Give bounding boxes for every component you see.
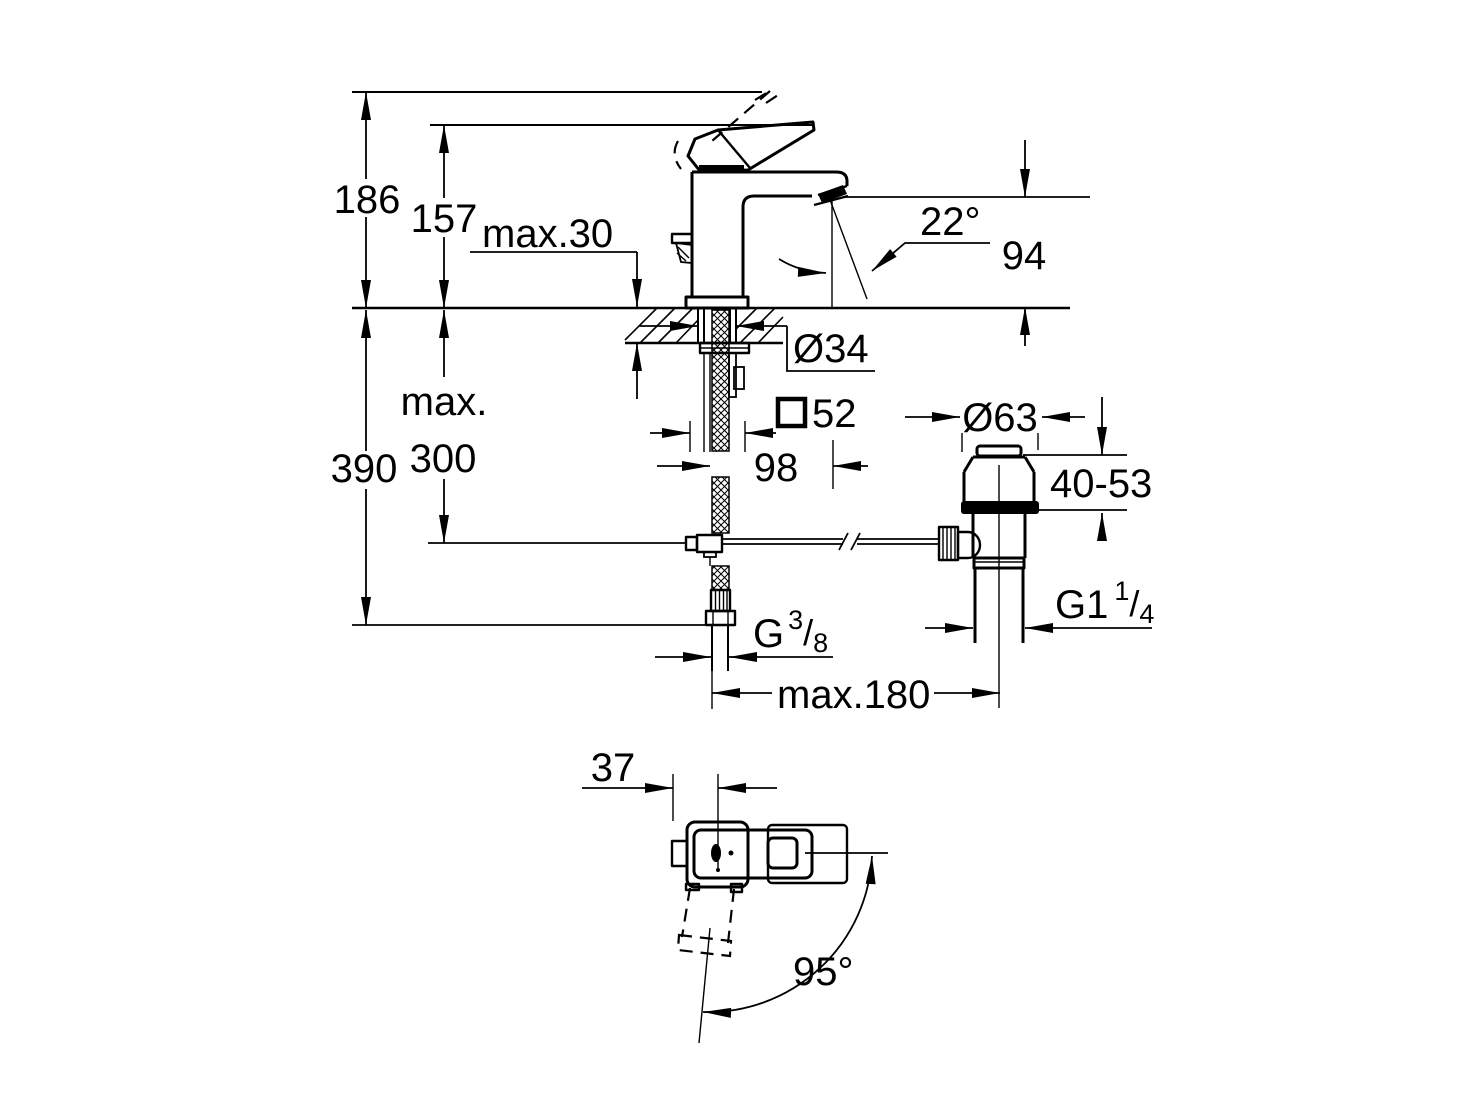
top-view: 37 95°: [582, 746, 888, 1044]
dim-max-180: max.180: [711, 671, 1000, 717]
dim-square-52: 52: [650, 392, 857, 452]
handle-centerline: [698, 927, 711, 1044]
dim-angle-22: 22°: [871, 200, 990, 272]
dim-98: 98: [657, 440, 868, 490]
detail-dot-small: [716, 868, 720, 872]
handle-grip-top: [766, 823, 849, 885]
pop-up-knob: [670, 232, 694, 264]
rod-guide: [728, 352, 737, 398]
dim-157-label: 157: [411, 197, 478, 241]
drain-plug-cap: [975, 444, 1023, 458]
g114-sup: 1: [1114, 576, 1129, 606]
dim-max-30: max.30: [470, 212, 642, 399]
detail-dot: [728, 850, 734, 856]
rod-adjuster-knob: [937, 525, 982, 562]
faucet-top-view: [670, 820, 888, 894]
hose-end-fitting: [704, 588, 737, 671]
dim-94-label: 94: [1002, 234, 1047, 278]
dim-40-53: 40-53: [1023, 397, 1152, 541]
handle-base-bar: [699, 165, 744, 173]
rod-break-mark: [838, 532, 849, 551]
dim-300-label: 300: [410, 437, 477, 481]
g38-sub: 8: [813, 628, 828, 658]
dim-22deg-label: 22°: [920, 200, 981, 244]
square-symbol: [775, 396, 808, 429]
dim-52-label: 52: [812, 392, 857, 436]
dim-max30-label: max.30: [482, 212, 613, 256]
handle-lever: [686, 120, 816, 173]
faucet-body: [670, 90, 868, 310]
dim-4053-label: 40-53: [1050, 462, 1152, 506]
dim-dia-63: Ø63: [905, 396, 1085, 452]
handle-raised-dashed: [673, 90, 779, 170]
pop-up-lever-top: [670, 839, 689, 868]
dim-dia34-label: Ø34: [793, 327, 869, 371]
pop-up-pull-rod: [684, 532, 940, 566]
dim-max-label: max.: [401, 380, 488, 424]
dim-186-label: 186: [334, 178, 401, 222]
dim-95deg-label: 95°: [793, 950, 854, 994]
dim-390-label: 390: [331, 447, 398, 491]
supply-hose: [704, 309, 737, 671]
detail-mark: [711, 844, 721, 862]
cartridge-square-top: [766, 836, 799, 870]
g38-slash: /: [803, 612, 813, 653]
dim-max-300: max. 300: [401, 310, 488, 543]
water-stream: [778, 196, 868, 307]
dim-186: 186: [334, 92, 401, 308]
dim-98-label: 98: [754, 446, 799, 490]
drain-gasket: [961, 501, 1039, 514]
dim-dia-34: Ø34: [639, 321, 875, 372]
dim-390: 390: [331, 310, 398, 625]
g38-base: G: [753, 612, 784, 656]
side-view: 186 157 390 max. 300 max.30 94: [331, 90, 1154, 717]
g114-slash: /: [1129, 583, 1139, 624]
handle-rotated-dashed: [676, 887, 736, 1044]
dim-angle-95: 95°: [702, 855, 876, 1018]
base-plate: [684, 295, 750, 310]
dim-max180-label: max.180: [777, 673, 930, 717]
dim-157: 157: [411, 125, 478, 308]
dim-94: 94: [1002, 140, 1047, 346]
g38-sup: 3: [788, 605, 803, 635]
g114-sub: 4: [1139, 599, 1154, 629]
g114-base: G1: [1055, 583, 1108, 627]
drain-assembly: [937, 444, 1039, 708]
dim-dia63-label: Ø63: [962, 396, 1038, 440]
dim-37-label: 37: [591, 746, 636, 790]
